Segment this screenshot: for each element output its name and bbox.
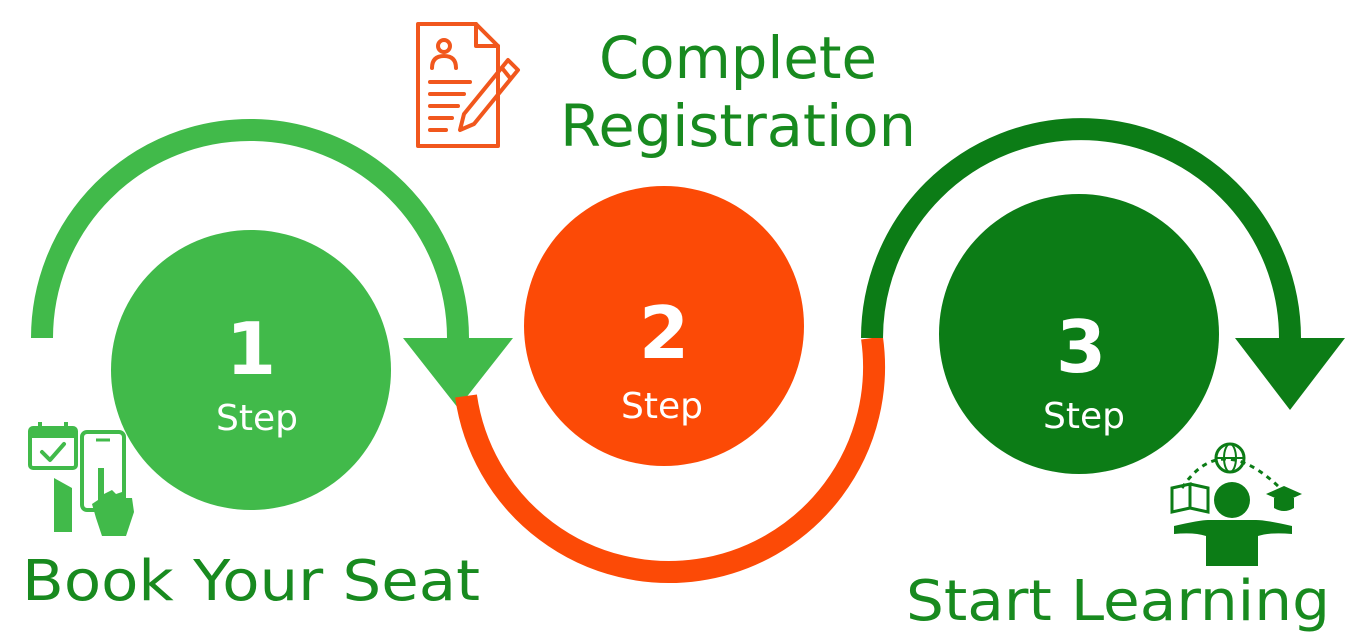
step-1-title: Book Your Seat (22, 549, 480, 614)
step-2-label: Step (621, 386, 703, 427)
step-3-title: Start Learning (906, 569, 1330, 634)
step-3-arc (861, 118, 1301, 339)
step-3-circle: 3 Step (939, 194, 1219, 474)
step-1-arc (31, 119, 469, 339)
step-2-title-line-2: Registration (560, 92, 916, 160)
step-2-number: 2 (639, 291, 689, 375)
step-2-title-line-1: Complete (599, 24, 877, 92)
step-3-number: 3 (1056, 305, 1106, 389)
step-1-label: Step (216, 398, 298, 439)
step-3-arrowhead (1235, 338, 1345, 410)
step-2-circle: 2 Step (524, 186, 804, 466)
step-2-arc (455, 336, 885, 583)
step-1-circle: 1 Step (111, 230, 391, 510)
step-1-arrowhead (403, 338, 513, 408)
learner-globe-book-cap-icon (1170, 442, 1302, 566)
calendar-phone-touch-icon (28, 422, 134, 536)
registration-form-pencil-icon (416, 22, 520, 148)
step-3-label: Step (1043, 396, 1125, 437)
step-1-number: 1 (226, 307, 276, 391)
